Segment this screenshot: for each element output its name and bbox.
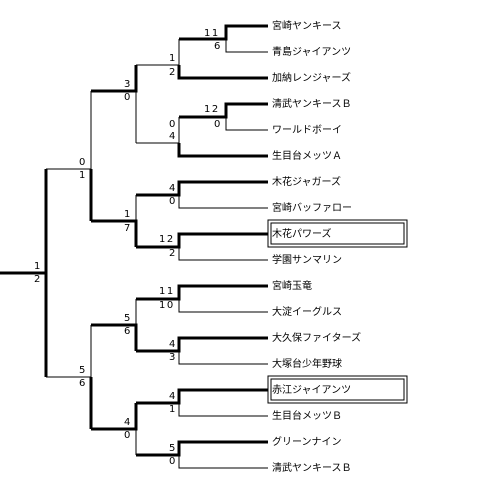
match-score: 7 [124,223,132,234]
match-score: 11 [159,286,175,297]
match-score: 0 [79,157,87,168]
match-score: 0 [124,92,132,103]
team-name: 宮崎玉竜 [272,279,312,292]
team-highlight-box [270,222,405,245]
team-name: 木花ジャガーズ [272,175,341,188]
team-name: 宮崎ヤンキース [272,19,342,32]
match-score: 4 [169,131,177,142]
match-score: 4 [169,391,177,402]
team-highlight-box [270,378,405,401]
team-name: 宮崎バッファロー [272,201,352,214]
match-score: 4 [169,183,177,194]
team-name: 生目台メッツＡ [272,149,342,162]
bracket-lines [0,24,268,469]
match-score: 1 [124,209,132,220]
match-score: 2 [169,248,177,259]
team-name: 木花パワーズ [272,227,332,240]
match-score: 0 [169,456,177,467]
match-score: 1 [79,170,87,181]
team-list: 宮崎ヤンキース 青島ジャイアンツ 加納レンジャーズ 清武ヤンキースＢ ワールドボ… [272,19,361,474]
match-score: 10 [159,300,175,311]
match-score: 6 [79,378,87,389]
match-score: 3 [124,79,132,90]
match-score: 6 [124,326,132,337]
team-name: 清武ヤンキースＢ [272,97,352,110]
match-score: 5 [169,443,177,454]
team-name: 青島ジャイアンツ [272,45,351,58]
match-score: 0 [124,430,132,441]
match-score: 0 [214,119,222,130]
match-score: 12 [204,104,220,115]
match-score: 6 [214,41,222,52]
match-score: 0 [169,196,177,207]
team-name: 大淀イーグルス [272,305,342,318]
team-name: 大塚台少年野球 [272,357,342,370]
match-score: 1 [169,53,177,64]
match-score: 2 [34,274,42,285]
match-score: 12 [159,234,175,245]
team-name: 学園サンマリン [272,253,342,266]
match-score: 5 [124,313,132,324]
team-name: 生目台メッツＢ [272,409,342,422]
match-score: 2 [169,67,177,78]
team-name: ワールドボーイ [272,124,342,136]
match-score: 3 [169,352,177,363]
team-name: グリーンナイン [272,435,342,448]
match-score: 1 [169,404,177,415]
team-name: 加納レンジャーズ [272,71,351,84]
match-score: 5 [79,365,87,376]
match-score: 4 [124,417,132,428]
match-score: 1 [34,261,42,272]
team-name: 赤江ジャイアンツ [272,384,351,396]
match-score: 0 [169,119,177,130]
team-name: 大久保ファイターズ [272,331,361,344]
match-score: 11 [204,28,220,39]
score-labels: 11 6 1 2 12 0 0 4 3 0 4 0 12 2 1 7 0 1 1… [34,28,222,467]
team-name: 清武ヤンキースＢ [272,461,352,474]
match-score: 4 [169,339,177,350]
